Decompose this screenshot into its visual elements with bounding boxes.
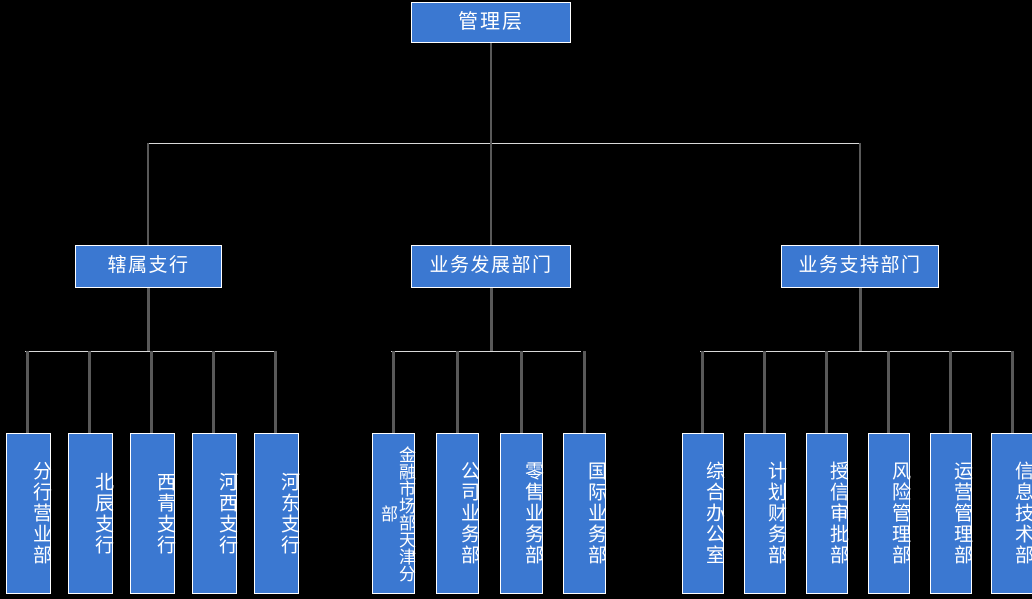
node-leaf-label: 授信审批部	[827, 461, 848, 566]
node-leaf-label: 信息技术部	[1012, 461, 1032, 566]
connector-root-trunk	[490, 43, 492, 143]
connector-group2-drop-2	[456, 351, 459, 433]
node-leaf-label: 西青支行	[154, 471, 175, 556]
connector-group2-bus	[391, 351, 581, 352]
node-leaf-information-technology[interactable]: 信息技术部	[991, 433, 1032, 594]
node-leaf-xiqing-branch[interactable]: 西青支行	[130, 433, 175, 594]
connector-drop-business-dev	[490, 143, 492, 245]
connector-group2-drop-1	[392, 351, 395, 433]
connector-drop-branches	[147, 143, 149, 245]
node-level2-business-dev-label: 业务发展部门	[429, 255, 553, 277]
connector-group3-stem	[859, 288, 862, 351]
node-leaf-risk-management[interactable]: 风险管理部	[868, 433, 910, 594]
connector-group3-drop-4	[887, 351, 890, 433]
connector-group3-drop-5	[949, 351, 952, 433]
connector-group3-drop-3	[825, 351, 828, 433]
connector-drop-business-support	[859, 143, 861, 245]
node-leaf-financial-market-tianjin[interactable]: 金融市场部天津分部	[372, 433, 415, 594]
connector-group1-stem	[147, 288, 150, 351]
node-leaf-credit-approval[interactable]: 授信审批部	[806, 433, 848, 594]
node-leaf-hedong-branch[interactable]: 河东支行	[254, 433, 299, 594]
node-leaf-planning-finance[interactable]: 计划财务部	[744, 433, 786, 594]
node-leaf-label: 北辰支行	[92, 471, 113, 556]
node-leaf-operations-management[interactable]: 运营管理部	[930, 433, 972, 594]
node-leaf-hexi-branch[interactable]: 河西支行	[192, 433, 237, 594]
node-level2-branches[interactable]: 辖属支行	[75, 245, 222, 288]
node-leaf-branch-business-dept[interactable]: 分行营业部	[6, 433, 51, 594]
node-leaf-label: 河东支行	[278, 471, 299, 556]
connector-group3-bus	[700, 351, 1013, 352]
node-leaf-label: 风险管理部	[889, 461, 910, 566]
node-leaf-corporate-business[interactable]: 公司业务部	[436, 433, 479, 594]
node-leaf-label: 公司业务部	[458, 461, 479, 566]
node-leaf-beichen-branch[interactable]: 北辰支行	[68, 433, 113, 594]
node-level2-business-dev[interactable]: 业务发展部门	[411, 245, 571, 288]
node-leaf-label: 零售业务部	[522, 461, 543, 566]
node-leaf-label: 计划财务部	[765, 461, 786, 566]
node-leaf-label: 国际业务部	[585, 461, 606, 566]
connector-group2-drop-3	[520, 351, 523, 433]
connector-group1-drop-2	[88, 351, 91, 433]
connector-group1-drop-5	[274, 351, 277, 433]
connector-group1-drop-1	[26, 351, 29, 433]
connector-group2-stem	[490, 288, 493, 351]
node-leaf-retail-business[interactable]: 零售业务部	[500, 433, 543, 594]
node-leaf-label: 金融市场部天津分部	[377, 445, 415, 582]
node-leaf-international-business[interactable]: 国际业务部	[563, 433, 606, 594]
connector-group3-drop-2	[763, 351, 766, 433]
node-level2-branches-label: 辖属支行	[107, 255, 190, 277]
node-leaf-label: 分行营业部	[30, 461, 51, 566]
connector-group1-drop-4	[212, 351, 215, 433]
node-leaf-label: 综合办公室	[703, 461, 724, 566]
node-level2-business-support-label: 业务支持部门	[798, 255, 922, 277]
connector-group2-drop-4	[583, 351, 586, 433]
node-leaf-label: 运营管理部	[951, 461, 972, 566]
connector-group1-drop-3	[150, 351, 153, 433]
node-root-label: 管理层	[458, 10, 524, 33]
node-level2-business-support[interactable]: 业务支持部门	[781, 245, 939, 288]
node-root[interactable]: 管理层	[411, 2, 571, 43]
node-leaf-general-office[interactable]: 综合办公室	[682, 433, 724, 594]
node-leaf-label: 河西支行	[216, 471, 237, 556]
connector-group3-drop-6	[1011, 351, 1014, 433]
connector-group3-drop-1	[701, 351, 704, 433]
connector-main-bus	[148, 143, 861, 144]
